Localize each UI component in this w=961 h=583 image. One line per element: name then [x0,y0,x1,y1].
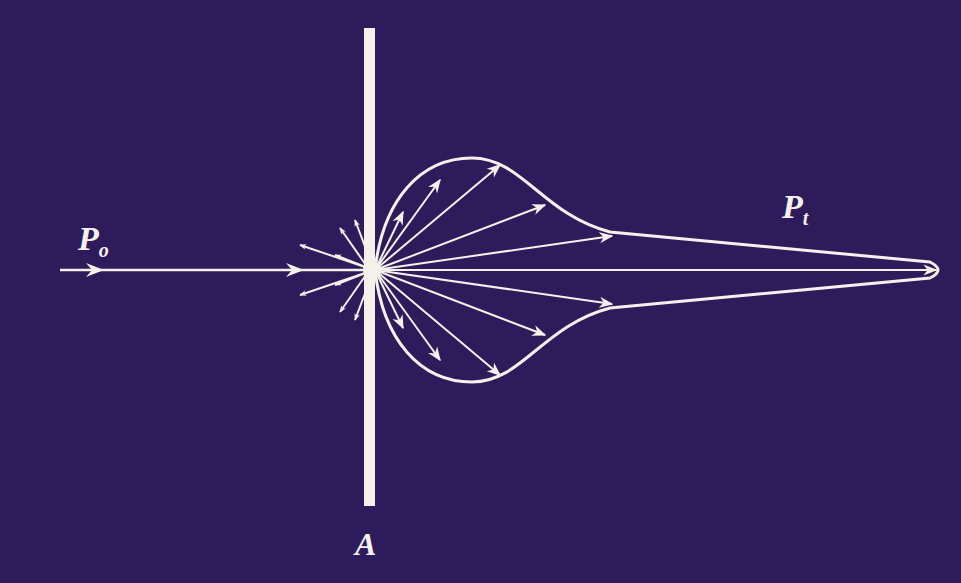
scatter-lobe [375,158,938,382]
incident-arrowhead [86,263,104,277]
transmitted-power-label: Pt [782,190,808,228]
incident-ray [60,269,370,272]
incident-arrowhead [286,263,304,277]
incident-power-label: Po [78,222,109,260]
backscatter-rays [300,220,372,320]
aperture-label: A [355,528,376,560]
scatter-rays [375,165,936,375]
